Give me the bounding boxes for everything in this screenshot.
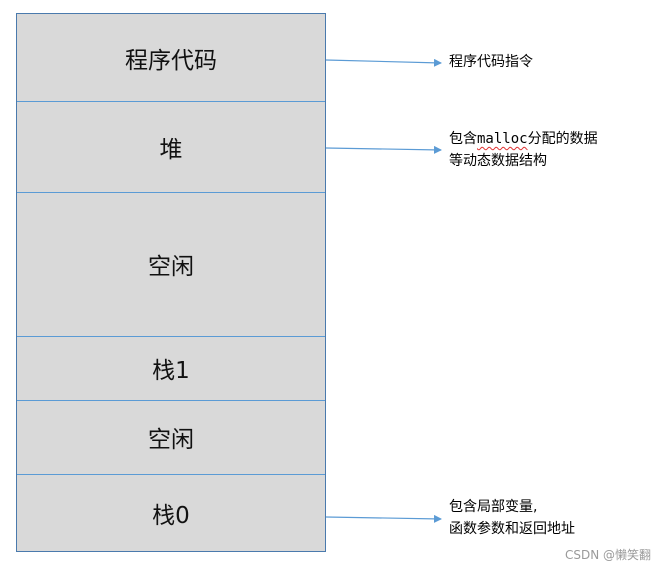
annotation-stack-line2: 函数参数和返回地址: [449, 521, 575, 537]
watermark: CSDN @懒笑翻: [564, 548, 651, 562]
annotation-heap-post: 分配的数据: [527, 131, 598, 147]
annotation-code: 程序代码指令: [449, 51, 533, 73]
arrow-code: [325, 58, 442, 67]
segment-stack-0: 栈0: [17, 474, 325, 551]
divider: [17, 474, 325, 475]
segment-code: 程序代码: [17, 14, 325, 101]
annotation-heap-line1: 包含malloc分配的数据: [449, 128, 598, 150]
divider: [17, 101, 325, 102]
segment-stack-1: 栈1: [17, 336, 325, 400]
annotation-stack-line1: 包含局部变量,: [449, 499, 538, 515]
memory-layout-block: 程序代码 堆 空闲 栈1 空闲 栈0: [16, 13, 326, 552]
annotation-heap-code: malloc: [477, 131, 528, 147]
segment-stack-0-label: 栈0: [152, 502, 190, 529]
annotation-heap-line2: 等动态数据结构: [449, 153, 547, 169]
divider: [17, 336, 325, 337]
segment-free-2: 空闲: [17, 400, 325, 474]
annotation-code-line1: 程序代码指令: [449, 54, 533, 70]
divider: [17, 400, 325, 401]
segment-heap: 堆: [17, 101, 325, 192]
segment-code-label: 程序代码: [125, 47, 217, 74]
arrow-heap: [325, 145, 442, 154]
arrow-stack: [325, 514, 442, 523]
divider: [17, 192, 325, 193]
segment-stack-1-label: 栈1: [152, 358, 190, 384]
segment-free-1-label: 空闲: [148, 254, 194, 280]
annotation-heap-pre: 包含: [449, 131, 477, 147]
segment-free-1: 空闲: [17, 192, 325, 336]
segment-heap-label: 堆: [159, 136, 183, 163]
annotation-heap: 包含malloc分配的数据 等动态数据结构: [449, 128, 598, 172]
segment-free-2-label: 空闲: [148, 427, 194, 453]
annotation-stack: 包含局部变量, 函数参数和返回地址: [449, 496, 575, 540]
